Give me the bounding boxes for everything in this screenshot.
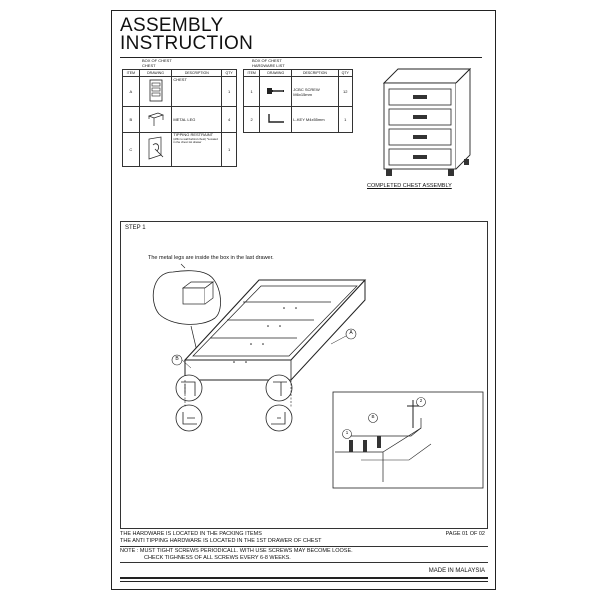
item-cell: 2 [242, 106, 261, 133]
restraint-name: TIPPING RESTRAINT [173, 132, 214, 137]
metal-leg-drawing [138, 106, 173, 133]
table-header-row: ITEM DRAWING DESCRIPTION QTY [242, 69, 354, 77]
step-1-panel: STEP 1 The metal legs are inside the box… [120, 221, 488, 529]
note-line-2: CHECK TIGHNESS OF ALL SCREWS EVERY 6-8 W… [144, 555, 291, 561]
title-line-1: ASSEMBLY [120, 15, 224, 36]
anti-tipping-location-note: THE ANTI TIPPING HARDWARE IS LOCATED IN … [120, 538, 322, 544]
hardware-caption-2: HARDWARE LIST [252, 62, 285, 68]
step-label: STEP 1 [125, 225, 146, 231]
page-number: PAGE 01 OF 02 [445, 531, 485, 537]
col-drawing: DRAWING [138, 69, 173, 77]
qty-cell: 1 [221, 76, 237, 107]
note-box: NOTE : MUST TIGHT SCREWS PERIODICALL. WI… [120, 546, 488, 563]
col-drawing: DRAWING [259, 69, 293, 77]
description-cell: TIPPING RESTRAINT (Affix to wall behind … [171, 132, 223, 167]
box-of-chest-caption-1: BOX OF CHEST [142, 58, 172, 63]
document-title: ASSEMBLY INSTRUCTION [120, 15, 254, 54]
col-qty: QTY [221, 69, 237, 77]
chest-icon [149, 79, 162, 102]
step-1-illustration [152, 263, 484, 489]
note-line-1: NOTE : MUST TIGHT SCREWS PERIODICALL. WI… [120, 548, 353, 554]
item-cell: 1 [242, 76, 261, 107]
box-of-chest-caption: BOX OF CHEST CHEST [142, 58, 172, 68]
completed-chest-drawing [382, 67, 472, 176]
hardware-caption-1: BOX OF CHEST [252, 58, 282, 63]
l-key-drawing [259, 106, 293, 133]
col-item: ITEM [122, 69, 140, 77]
col-description: DESCRIPTION [291, 69, 339, 77]
table-row: B METAL LEG 4 [122, 106, 237, 133]
col-item: ITEM [242, 69, 261, 77]
note-text: NOTE : MUST TIGHT SCREWS PERIODICALL. WI… [120, 548, 353, 562]
table-row: 2 L-KEY M4x55mm 1 [242, 106, 354, 133]
col-qty: QTY [337, 69, 354, 77]
item-cell: B [122, 106, 140, 133]
hardware-list-table: ITEM DRAWING DESCRIPTION QTY 1 JCBC SCRE… [242, 69, 354, 133]
description-cell: L-KEY M4x55mm [291, 106, 339, 133]
box-of-chest-table: ITEM DRAWING DESCRIPTION QTY A CHEST 1 B [122, 69, 237, 167]
instruction-sheet: ASSEMBLY INSTRUCTION BOX OF CHEST CHEST … [111, 10, 496, 590]
hardware-list-caption: BOX OF CHEST HARDWARE LIST [252, 58, 285, 68]
marker-a: A [349, 330, 353, 336]
bottom-rule-1 [120, 577, 488, 579]
restraint-detail: (Affix to wall behind chest) *Located in… [173, 136, 218, 144]
tipping-restraint-icon [148, 136, 163, 160]
item-cell: A [122, 76, 140, 107]
table-row: 1 JCBC SCREW M6x15mm 12 [242, 76, 354, 107]
table-row: A CHEST 1 [122, 76, 237, 107]
completed-chest-caption: COMPLETED CHEST ASSEMBLY [367, 183, 452, 189]
marker-1: 1 [345, 430, 349, 435]
box-of-chest-caption-2: CHEST [142, 62, 156, 68]
col-description: DESCRIPTION [171, 69, 223, 77]
table-row: C TIPPING RESTRAINT (Affix to wall behin… [122, 132, 237, 167]
marker-b-detail: B [371, 414, 375, 419]
description-cell: METAL LEG [171, 106, 223, 133]
bottom-rule-2 [120, 581, 488, 582]
qty-cell: 4 [221, 106, 237, 133]
item-cell: C [122, 132, 140, 167]
title-divider [120, 57, 482, 58]
marker-b: B [175, 356, 179, 362]
marker-2: 2 [419, 398, 423, 403]
description-cell: CHEST [171, 76, 223, 107]
screw-drawing [259, 76, 293, 107]
screw-icon [266, 88, 284, 94]
l-key-icon [268, 114, 284, 123]
chest-drawing [138, 76, 173, 107]
table-header-row: ITEM DRAWING DESCRIPTION QTY [122, 69, 237, 77]
qty-cell: 1 [221, 132, 237, 167]
description-cell: JCBC SCREW M6x15mm [291, 76, 339, 107]
made-in-label: MADE IN MALAYSIA [428, 568, 485, 574]
tipping-restraint-drawing [138, 132, 173, 167]
qty-cell: 1 [337, 106, 354, 133]
metal-leg-icon [147, 112, 164, 126]
title-line-2: INSTRUCTION [120, 33, 254, 54]
step-callout: The metal legs are inside the box in the… [148, 255, 274, 261]
hardware-location-note: THE HARDWARE IS LOCATED IN THE PACKING I… [120, 531, 262, 537]
qty-cell: 12 [337, 76, 354, 107]
